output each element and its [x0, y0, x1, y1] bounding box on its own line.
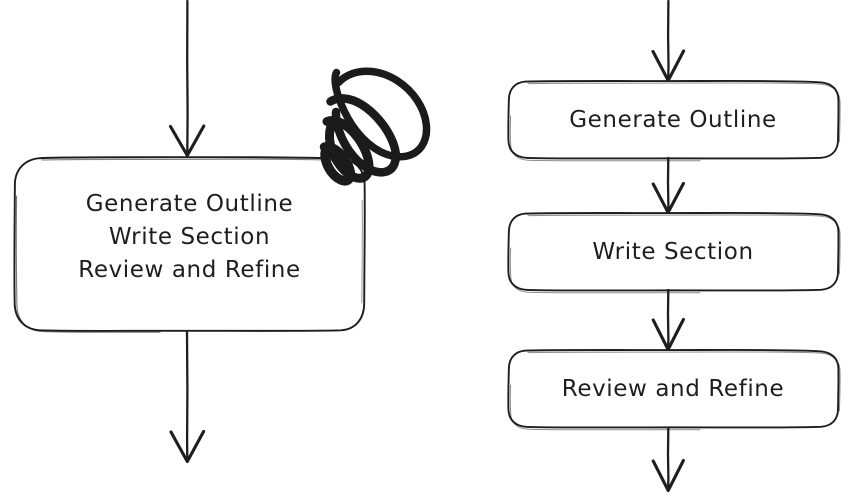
left-panel — [13, 0, 431, 464]
right-panel — [507, 0, 841, 493]
connector-arrow-section-to-review — [651, 288, 685, 352]
right-outgoing-arrow — [651, 426, 685, 493]
generate-outline-node-shape[interactable] — [507, 80, 841, 162]
merged-steps-node-shape[interactable] — [13, 156, 366, 333]
write-section-node-shape[interactable] — [507, 212, 841, 294]
right-incoming-arrow — [651, 0, 686, 83]
left-incoming-arrow — [168, 0, 206, 158]
connector-arrow-outline-to-section — [651, 156, 685, 215]
scribble-annotation-icon — [319, 67, 431, 186]
review-and-refine-node-shape[interactable] — [507, 349, 841, 431]
left-outgoing-arrow — [169, 330, 206, 464]
